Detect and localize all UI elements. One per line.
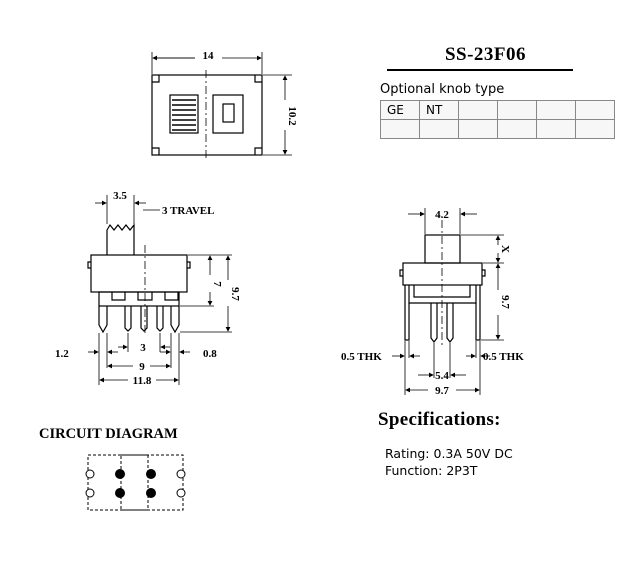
side-view-lug-right [170, 306, 180, 334]
side-view-tabs [87, 261, 191, 269]
top-view-housing [151, 74, 263, 156]
dim-side-9: 9 [139, 361, 145, 373]
end-view-tabs [399, 269, 486, 277]
dim-side-11-8: 11.8 [133, 375, 152, 387]
circuit-contact [115, 469, 125, 479]
dim-end-x: X [499, 245, 511, 253]
dim-side-0-8: 0.8 [203, 348, 217, 360]
side-view [87, 195, 232, 385]
circuit-contact [146, 469, 156, 479]
dim-stem-3-5: 3.5 [113, 190, 127, 202]
dim-width-14: 14 [203, 50, 215, 62]
knob-header-row: GE NT [380, 100, 615, 120]
dim-end-9-7-bottom: 9.7 [435, 385, 449, 397]
knob-value-row [380, 119, 615, 139]
dim-side-7: 7 [211, 281, 223, 287]
knob-cell [536, 119, 576, 139]
dim-end-thk-right: 0.5 THK [483, 351, 524, 363]
side-view-actuator [106, 223, 135, 255]
end-view-actuator [424, 234, 461, 264]
dim-travel: 3 TRAVEL [162, 205, 214, 217]
circuit-contact [85, 488, 95, 498]
side-view-housing [90, 254, 188, 293]
top-view-window [212, 94, 244, 134]
knob-cell: GE [380, 100, 420, 120]
knob-type-table: GE NT [380, 100, 615, 139]
dim-side-3: 3 [140, 342, 146, 354]
dim-end-thk-left: 0.5 THK [341, 351, 382, 363]
circuit-pole-left [87, 454, 149, 511]
top-view [151, 52, 292, 160]
circuit-contact [146, 488, 156, 498]
knob-type-label: Optional knob type [380, 82, 505, 97]
circuit-contact [176, 488, 186, 498]
circuit-contact [115, 488, 125, 498]
end-view-frame-legs [404, 285, 481, 341]
circuit-pole-right [120, 454, 184, 511]
dim-side-1-2: 1.2 [55, 348, 69, 360]
knob-cell [380, 119, 420, 139]
side-view-base-slots [111, 292, 179, 301]
end-view-base [408, 285, 477, 304]
circuit-diagram [85, 454, 186, 511]
side-view-lug-left [98, 306, 108, 334]
dim-height-10-2: 10.2 [286, 106, 298, 126]
top-view-corner-notches [152, 75, 262, 155]
title-underline [387, 69, 573, 71]
dim-end-4-2: 4.2 [435, 209, 449, 221]
spec-function: Function: 2P3T [385, 463, 478, 478]
knob-cell [536, 100, 576, 120]
knob-cell [575, 119, 615, 139]
circuit-diagram-title: CIRCUIT DIAGRAM [39, 426, 178, 442]
knob-cell: NT [419, 100, 459, 120]
spec-rating: Rating: 0.3A 50V DC [385, 446, 513, 461]
dim-end-9-7: 9.7 [499, 295, 511, 309]
top-view-indicator [222, 103, 235, 123]
knob-cell [497, 119, 537, 139]
circuit-contact [85, 469, 95, 479]
dim-end-5-4: 5.4 [435, 370, 449, 382]
end-view-pins [430, 303, 454, 343]
side-view-pins [124, 306, 164, 332]
top-view-slider [169, 94, 199, 134]
end-view-housing [402, 262, 483, 286]
end-view-base-inner [413, 285, 471, 298]
specifications-title: Specifications: [378, 409, 501, 430]
top-view-slider-ribs [172, 99, 196, 131]
side-view-base [98, 291, 180, 307]
knob-cell [575, 100, 615, 120]
end-view [392, 208, 504, 395]
dim-side-9-7: 9.7 [229, 287, 241, 301]
circuit-contact [176, 469, 186, 479]
part-number-title: SS-23F06 [444, 44, 527, 65]
